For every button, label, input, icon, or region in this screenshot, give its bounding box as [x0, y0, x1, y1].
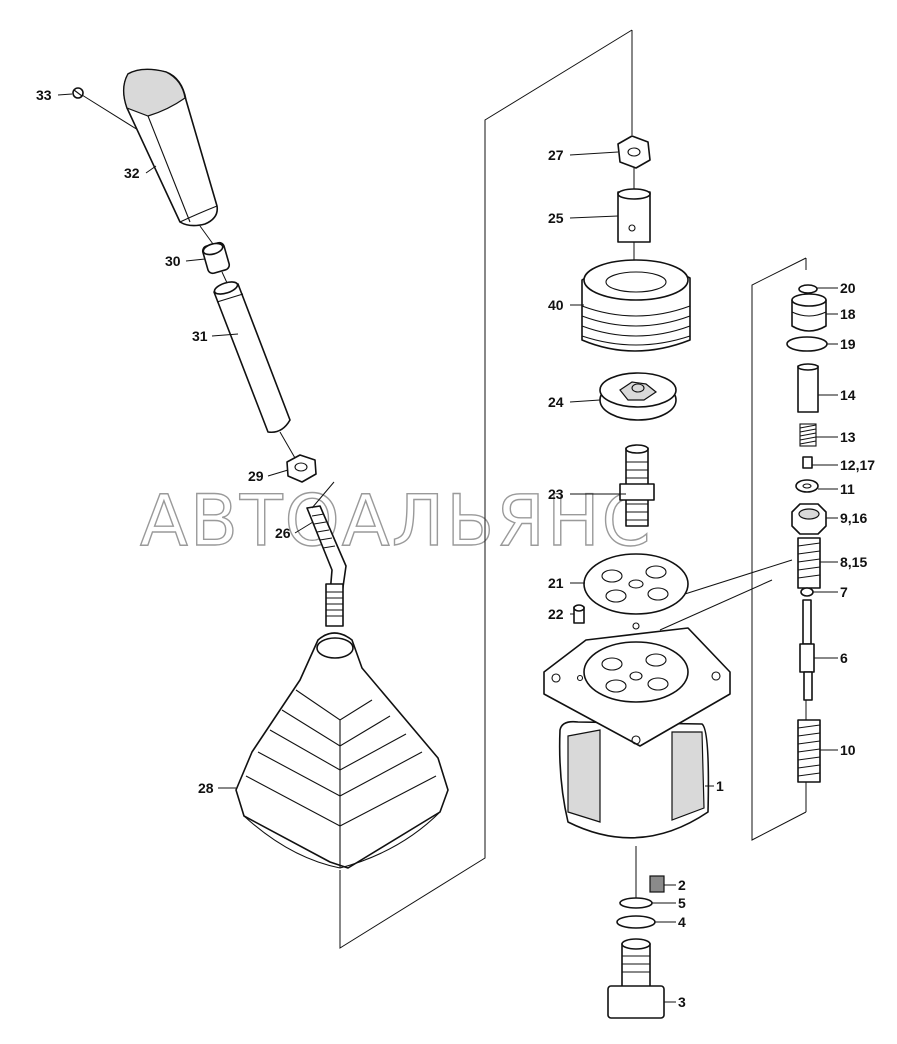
- part-7-ring: [800, 587, 814, 597]
- part-27-nut: [617, 135, 651, 169]
- callout-3: 3: [678, 994, 686, 1010]
- callout-19: 19: [840, 336, 856, 352]
- part-32-grip: [122, 68, 219, 227]
- callout-24: 24: [548, 394, 564, 410]
- callout-32: 32: [124, 165, 140, 181]
- part-10-spring: [797, 719, 821, 783]
- callout-30: 30: [165, 253, 181, 269]
- callout-1: 1: [716, 778, 724, 794]
- part-13-spring: [799, 423, 817, 447]
- part-23-stud: [619, 444, 655, 527]
- part-19-oring: [786, 336, 828, 352]
- callout-6: 6: [840, 650, 848, 666]
- callout-11: 11: [840, 481, 855, 497]
- part-20-oring: [798, 284, 818, 294]
- callout-20: 20: [840, 280, 856, 296]
- callout-14: 14: [840, 387, 856, 403]
- part-28-boot: [235, 632, 449, 869]
- part-14-sleeve: [797, 363, 819, 413]
- central-assembly: [543, 135, 731, 1019]
- part-9-16-nut: [791, 503, 827, 535]
- callout-4: 4: [678, 914, 686, 930]
- callout-28: 28: [198, 780, 214, 796]
- callout-21: 21: [548, 575, 564, 591]
- callout-29: 29: [248, 468, 264, 484]
- callout-33: 33: [36, 87, 52, 103]
- part-30-adapter: [201, 241, 231, 275]
- handle-assembly: [72, 68, 449, 869]
- part-29-nut: [286, 454, 317, 483]
- callout-12-17: 12,17: [840, 457, 875, 473]
- part-21-plate: [583, 553, 689, 615]
- part-40-cover: [581, 259, 691, 352]
- part-18-cap: [791, 293, 827, 332]
- callout-2: 2: [678, 877, 686, 893]
- callout-31: 31: [192, 328, 208, 344]
- part-3-bolt: [607, 938, 665, 1019]
- part-12-17-pin: [802, 456, 813, 469]
- part-33-screw: [72, 87, 84, 99]
- part-11-washer: [795, 479, 819, 493]
- part-31-tube: [213, 281, 291, 434]
- watermark: АВТОАЛЬЯНС: [140, 480, 652, 562]
- callout-9-16: 9,16: [840, 510, 867, 526]
- leader-lines: [57, 93, 838, 1003]
- callout-26: 26: [275, 525, 291, 541]
- part-5-oring: [619, 897, 653, 909]
- part-6-plunger: [799, 599, 815, 701]
- callout-23: 23: [548, 486, 564, 502]
- callout-22: 22: [548, 606, 564, 622]
- part-1-body: [543, 622, 731, 839]
- callout-25: 25: [548, 210, 564, 226]
- callout-7: 7: [840, 584, 848, 600]
- part-8-15-spring: [797, 537, 821, 589]
- part-25-coupling: [617, 188, 651, 243]
- callout-13: 13: [840, 429, 856, 445]
- part-22-pin: [573, 604, 585, 624]
- callout-5: 5: [678, 895, 686, 911]
- part-4-oring: [616, 915, 656, 929]
- callout-40: 40: [548, 297, 564, 313]
- callout-27: 27: [548, 147, 564, 163]
- part-2-plug: [649, 875, 665, 893]
- valve-stack: [786, 284, 828, 783]
- callout-8-15: 8,15: [840, 554, 867, 570]
- part-24-plate: [599, 372, 677, 421]
- callout-18: 18: [840, 306, 856, 322]
- part-26-rod: [306, 505, 347, 627]
- callout-10: 10: [840, 742, 856, 758]
- callout-labels: 33 32 30 31 29 26 28 27 25 40 24 23 21 2…: [36, 87, 875, 1010]
